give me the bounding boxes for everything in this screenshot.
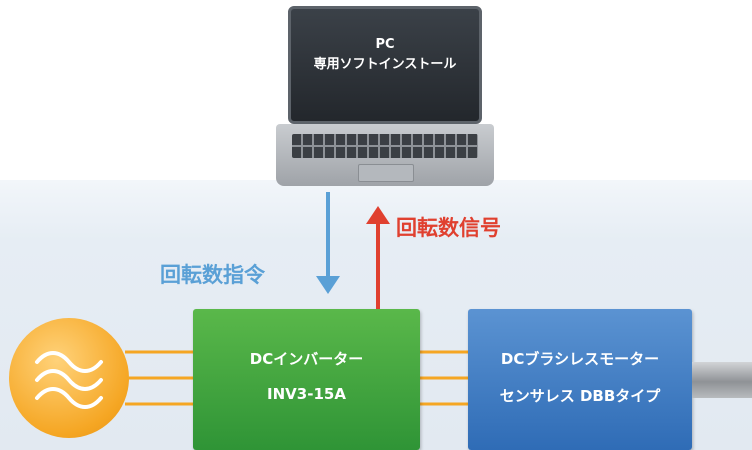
pc-label-line1: PC <box>375 37 395 52</box>
pc-label: PC 専用ソフトインストール <box>291 35 479 75</box>
inverter-label-line2: INV3-15A <box>267 385 346 403</box>
inverter-box: DCインバーター INV3-15A <box>193 309 420 450</box>
command-label: 回転数指令 <box>160 263 265 287</box>
signal-arrow <box>366 206 390 309</box>
laptop-trackpad <box>358 164 414 182</box>
signal-label: 回転数信号 <box>396 216 501 240</box>
pc-label-line2: 専用ソフトインストール <box>313 57 457 72</box>
laptop-screen: PC 専用ソフトインストール <box>288 6 482 124</box>
ac-source <box>9 318 129 438</box>
motor-box: DCブラシレスモーター センサレス DBBタイプ <box>468 309 692 450</box>
laptop-base <box>276 124 494 186</box>
command-arrow <box>316 192 340 294</box>
inverter-to-motor-wires <box>420 350 468 406</box>
motor-label-line2: センサレス DBBタイプ <box>499 387 661 405</box>
inverter-label-line1: DCインバーター <box>249 350 364 368</box>
motor-label-line1: DCブラシレスモーター <box>500 350 660 368</box>
laptop-icon: PC 専用ソフトインストール <box>276 6 494 196</box>
sine-wave-icon <box>35 351 103 409</box>
ac-to-inverter-wires <box>125 350 193 406</box>
motor-shaft <box>692 362 752 398</box>
laptop-keyboard <box>292 134 478 158</box>
